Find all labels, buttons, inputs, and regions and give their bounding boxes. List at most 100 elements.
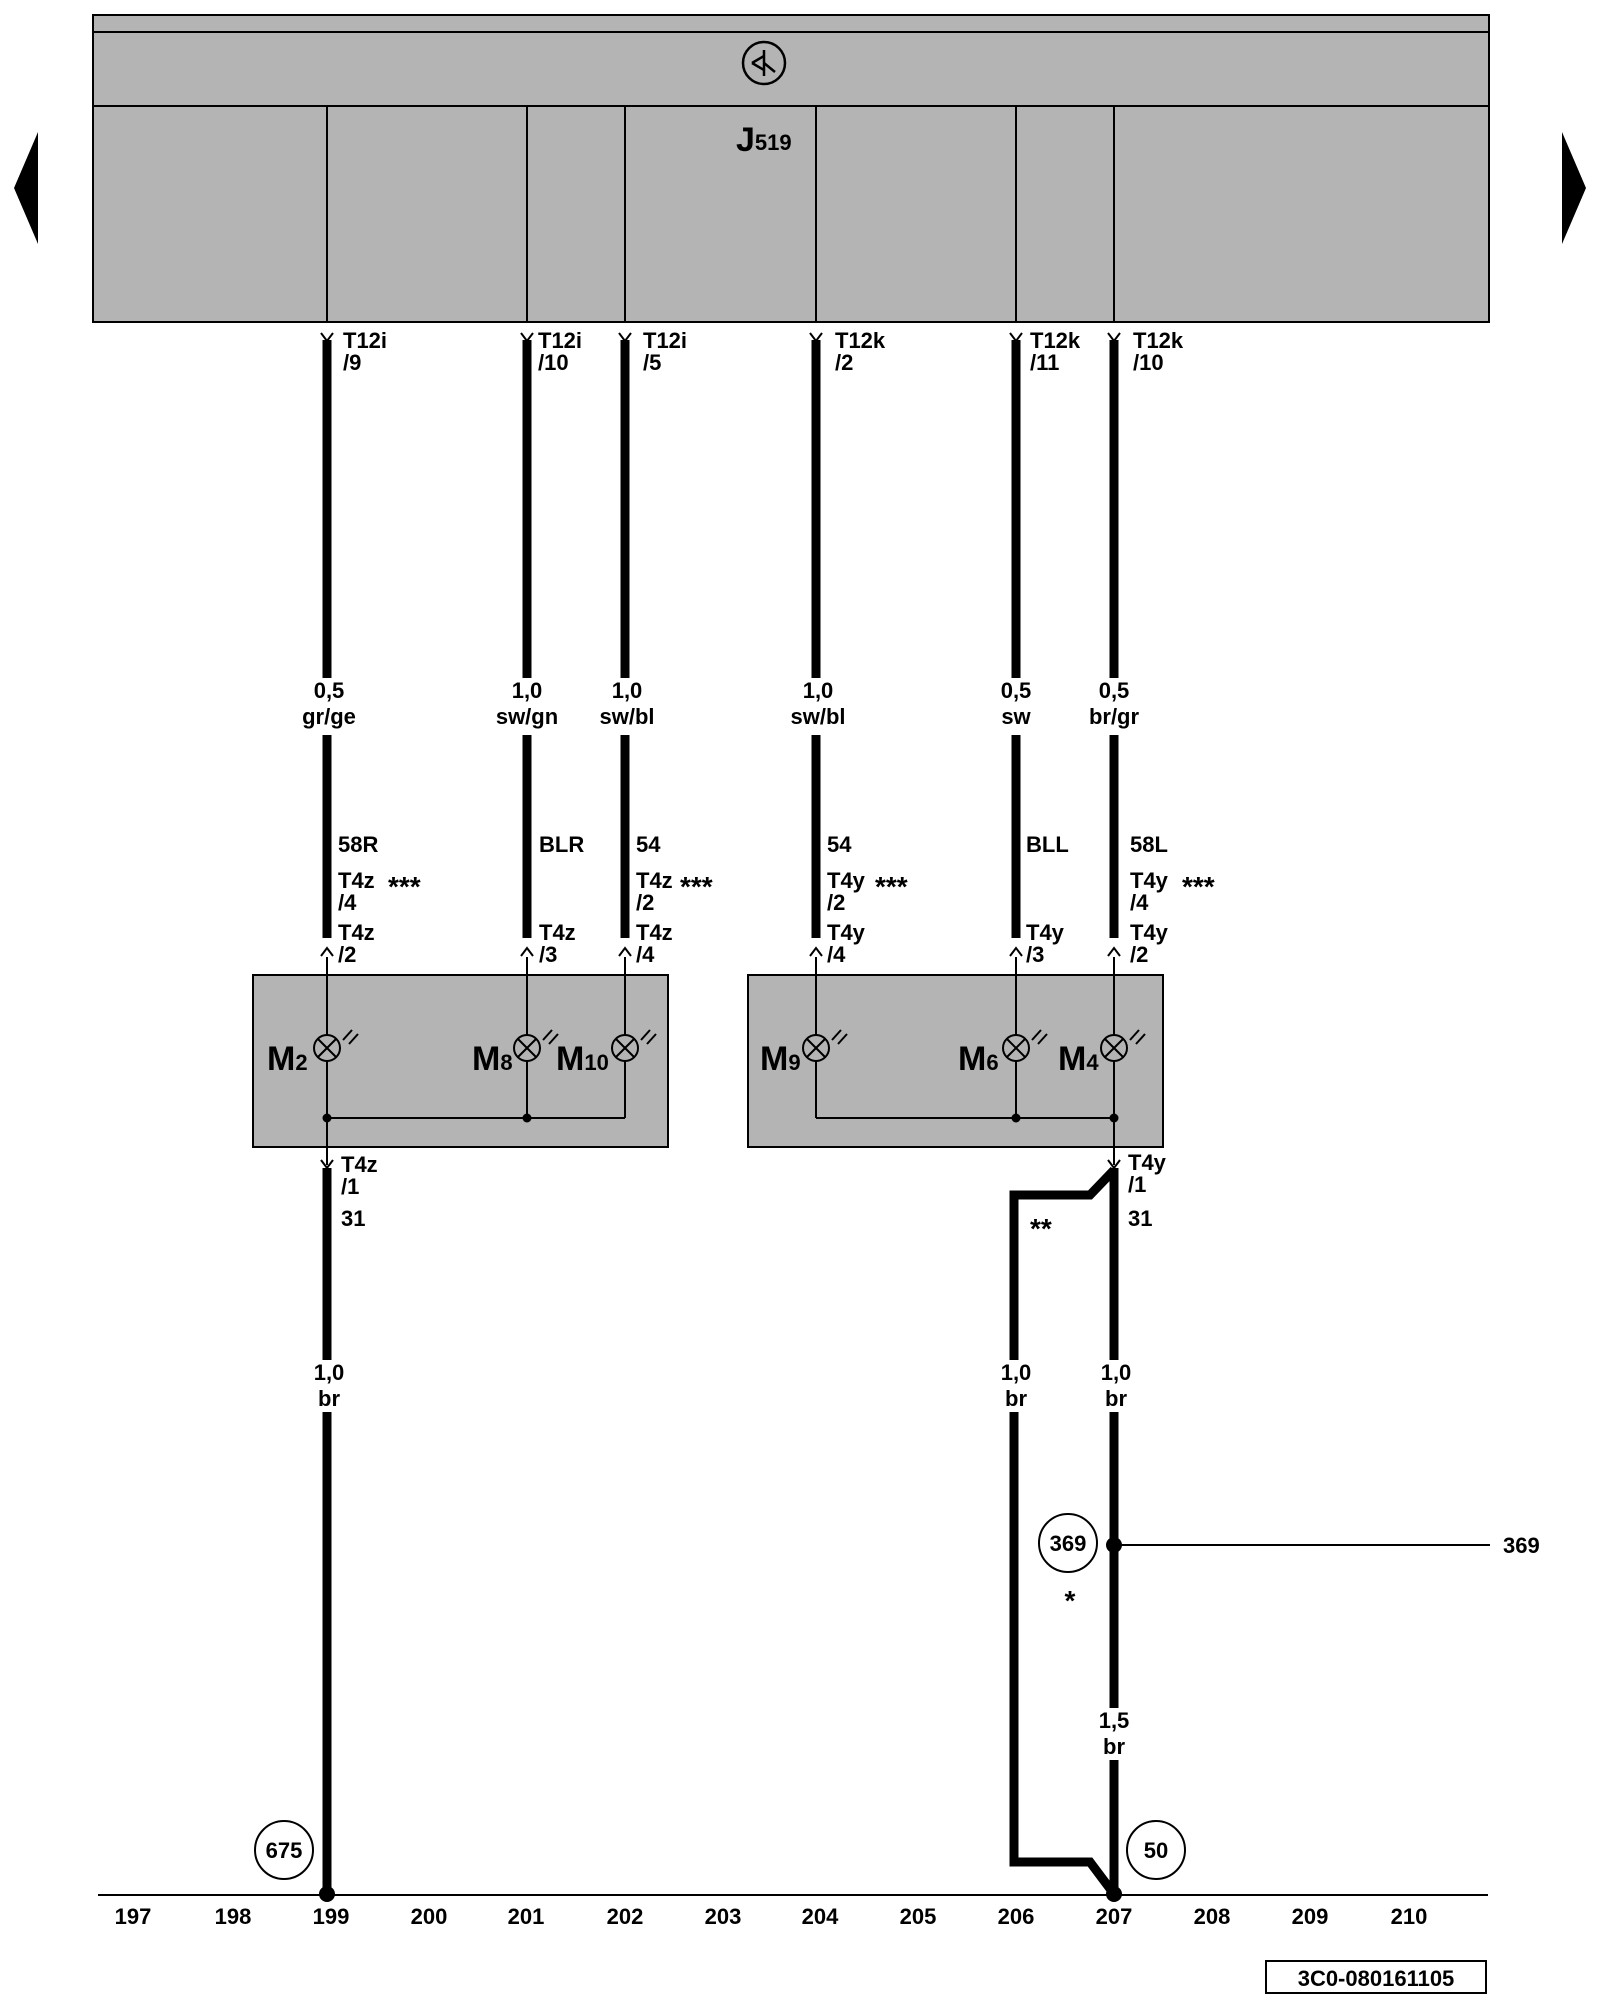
alt-connector-pin: /2 [636, 890, 654, 915]
splice-point-369: 369 [1038, 1513, 1098, 1573]
connector-label: T4z [341, 1152, 378, 1177]
alt-connector-label: T4y [1130, 868, 1169, 893]
wire-size-label: 0,5 [1001, 678, 1032, 703]
track-number: 206 [998, 1904, 1035, 1929]
lamp-bulb-icon [802, 1029, 848, 1062]
ground-branch-wire [1009, 1166, 1118, 1897]
alt-mark: *** [680, 871, 713, 902]
lamp-label-m4: M4 [1058, 1040, 1099, 1078]
alt-connector-label: T4y [827, 868, 866, 893]
ground-wire-left [319, 1168, 335, 1902]
wire-color-label: br/gr [1089, 704, 1140, 729]
lamp-label-m9: M9 [760, 1040, 801, 1078]
connector-pin-label: /10 [538, 350, 569, 375]
track-number: 209 [1292, 1904, 1329, 1929]
ground-point-label: 675 [266, 1838, 303, 1863]
connector-pin-label: /3 [1026, 942, 1044, 967]
wire-size-label: 1,0 [314, 1360, 345, 1385]
lamp-label-m10: M10 [556, 1040, 609, 1078]
track-number: 199 [313, 1904, 350, 1929]
connector-pin-label: /5 [643, 350, 661, 375]
next-page-arrow-icon[interactable] [1562, 132, 1586, 244]
upper-wire-group [320, 106, 1121, 957]
connector-label: T4y [1130, 920, 1169, 945]
splice-mark: * [1065, 1585, 1076, 1616]
connector-pin-label: /4 [827, 942, 846, 967]
upper-connector-labels: T12i /9 T12i /10 T12i /5 T12k /2 T12k /1… [343, 328, 1184, 375]
terminal-labels: 58R T4z *** /4 T4z /2 BLR T4z /3 54 T4z … [338, 832, 1215, 967]
track-number: 202 [607, 1904, 644, 1929]
terminal-label: BLL [1026, 832, 1069, 857]
wire-color-label: sw/bl [790, 704, 845, 729]
document-id-box: 3C0-080161105 [1265, 1960, 1487, 1994]
wire-color-label: br [1105, 1386, 1127, 1411]
connector-pin-icon [320, 332, 1121, 343]
alt-connector-label: T4z [338, 868, 375, 893]
connector-label: T12k [1030, 328, 1081, 353]
connector-label: T12i [343, 328, 387, 353]
track-number: 210 [1391, 1904, 1428, 1929]
lamp-bulb-icon [313, 1029, 359, 1062]
track-number: 197 [115, 1904, 152, 1929]
alt-mark: *** [388, 871, 421, 902]
lamp-label-m2: M2 [267, 1040, 308, 1078]
document-id: 3C0-080161105 [1298, 1966, 1455, 1991]
connector-label: T4z [338, 920, 375, 945]
terminal-label: 54 [827, 832, 852, 857]
connector-label: T12i [643, 328, 687, 353]
connector-label: T4z [539, 920, 576, 945]
wire-size-label: 1,0 [512, 678, 543, 703]
terminal-label: 31 [1128, 1206, 1152, 1231]
track-number: 201 [508, 1904, 545, 1929]
wire-color-label: gr/ge [302, 704, 356, 729]
prev-page-arrow-icon[interactable] [14, 132, 38, 244]
wire-size-label: 1,0 [1101, 1360, 1132, 1385]
cross-reference-label: 369 [1503, 1533, 1540, 1558]
wire-color-label: br [1103, 1734, 1125, 1759]
terminal-label: 58L [1130, 832, 1168, 857]
wire-spec-labels: 0,5 gr/ge 1,0 sw/gn 1,0 sw/bl 1,0 sw/bl … [302, 678, 1139, 729]
wire-size-label: 1,0 [1001, 1360, 1032, 1385]
ground-point-label: 50 [1144, 1838, 1168, 1863]
lamp-bulbs [313, 1029, 1146, 1062]
track-number: 205 [900, 1904, 937, 1929]
electronic-symbol-icon [741, 40, 787, 86]
lamp-housing-right [747, 957, 1164, 1165]
alt-connector-label: T4z [636, 868, 673, 893]
terminal-label: BLR [539, 832, 584, 857]
connector-pin-icon [320, 1159, 1121, 1170]
wire-color-label: sw/bl [599, 704, 654, 729]
wire-size-label: 1,0 [803, 678, 834, 703]
alt-mark: *** [875, 871, 908, 902]
wire-color-label: sw/gn [496, 704, 558, 729]
connector-pin-label: /2 [338, 942, 356, 967]
track-number: 203 [705, 1904, 742, 1929]
wire-size-label: 0,5 [314, 678, 345, 703]
ground-wire-right [1106, 1168, 1490, 1902]
alt-mark: *** [1182, 871, 1215, 902]
connector-label: T12i [538, 328, 582, 353]
track-number: 207 [1096, 1904, 1133, 1929]
connector-label: T4z [636, 920, 673, 945]
connector-pin-label: /4 [636, 942, 655, 967]
lamp-bulb-icon [513, 1029, 559, 1062]
ground-point-50: 50 [1126, 1820, 1186, 1880]
connector-label: T12k [835, 328, 886, 353]
connector-pin-label: /2 [1130, 942, 1148, 967]
track-number: 208 [1194, 1904, 1231, 1929]
lamp-bulb-icon [1100, 1029, 1146, 1062]
connector-pin-icon [320, 946, 1121, 957]
lamp-label-m8: M8 [472, 1040, 513, 1078]
wire-size-label: 0,5 [1099, 678, 1130, 703]
track-numbers: 197 198 199 200 201 202 203 204 205 206 … [115, 1904, 1428, 1929]
connector-pin-label: /2 [835, 350, 853, 375]
control-unit-j519: J519 [92, 14, 1490, 323]
connector-pin-label: /11 [1030, 350, 1059, 375]
lamp-label-m6: M6 [958, 1040, 999, 1078]
track-number: 204 [802, 1904, 839, 1929]
lamp-labels: M2 M8 M10 M9 M6 M4 [267, 1040, 1099, 1078]
wire-color-label: sw [1001, 704, 1031, 729]
terminal-label: 54 [636, 832, 661, 857]
ground-point-675: 675 [254, 1820, 314, 1880]
